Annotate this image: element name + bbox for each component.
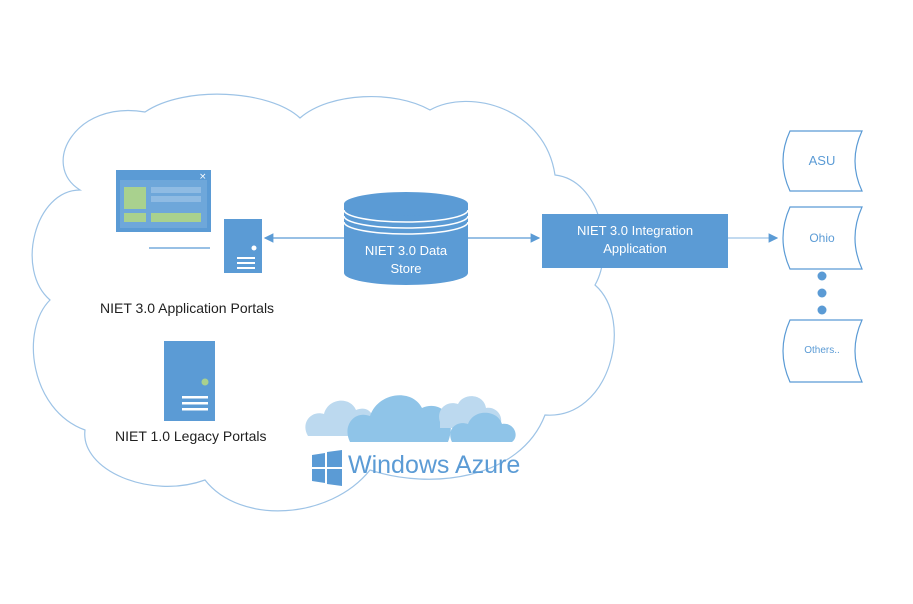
integration-app-label: NIET 3.0 Integration Application: [542, 222, 728, 258]
server-icon: [224, 219, 262, 273]
database-cylinder-icon: [343, 192, 469, 285]
integration-app-label-line1: NIET 3.0 Integration: [576, 223, 694, 238]
data-store-label: NIET 3.0 Data Store: [344, 242, 468, 278]
partner-label-asu: ASU: [808, 153, 836, 168]
ellipsis-dot: [817, 271, 827, 281]
integration-app-label-line2: Application: [603, 241, 667, 256]
partner-shape-ohio: [782, 206, 863, 270]
partner-label-ohio: Ohio: [809, 231, 835, 245]
data-store-label-line2: Store: [390, 261, 422, 276]
legacy-server-icon: [164, 341, 215, 421]
partner-label-others: Others..: [804, 345, 840, 356]
partner-shape-others: [782, 319, 863, 383]
app-portals-label: NIET 3.0 Application Portals: [100, 300, 275, 316]
legacy-portals-label: NIET 1.0 Legacy Portals: [115, 428, 267, 444]
windows-azure-label: Windows Azure: [348, 451, 521, 479]
azure-cloud-icon: [305, 395, 516, 442]
ellipsis-dot: [817, 288, 827, 298]
ellipsis-dot: [817, 305, 827, 315]
integration-app-box: [542, 214, 728, 268]
partner-shape-asu: [782, 130, 863, 192]
data-store-label-line1: NIET 3.0 Data: [364, 243, 448, 258]
browser-window-icon: ×: [116, 170, 211, 232]
svg-text:×: ×: [199, 172, 207, 182]
windows-logo-icon: [312, 450, 342, 486]
